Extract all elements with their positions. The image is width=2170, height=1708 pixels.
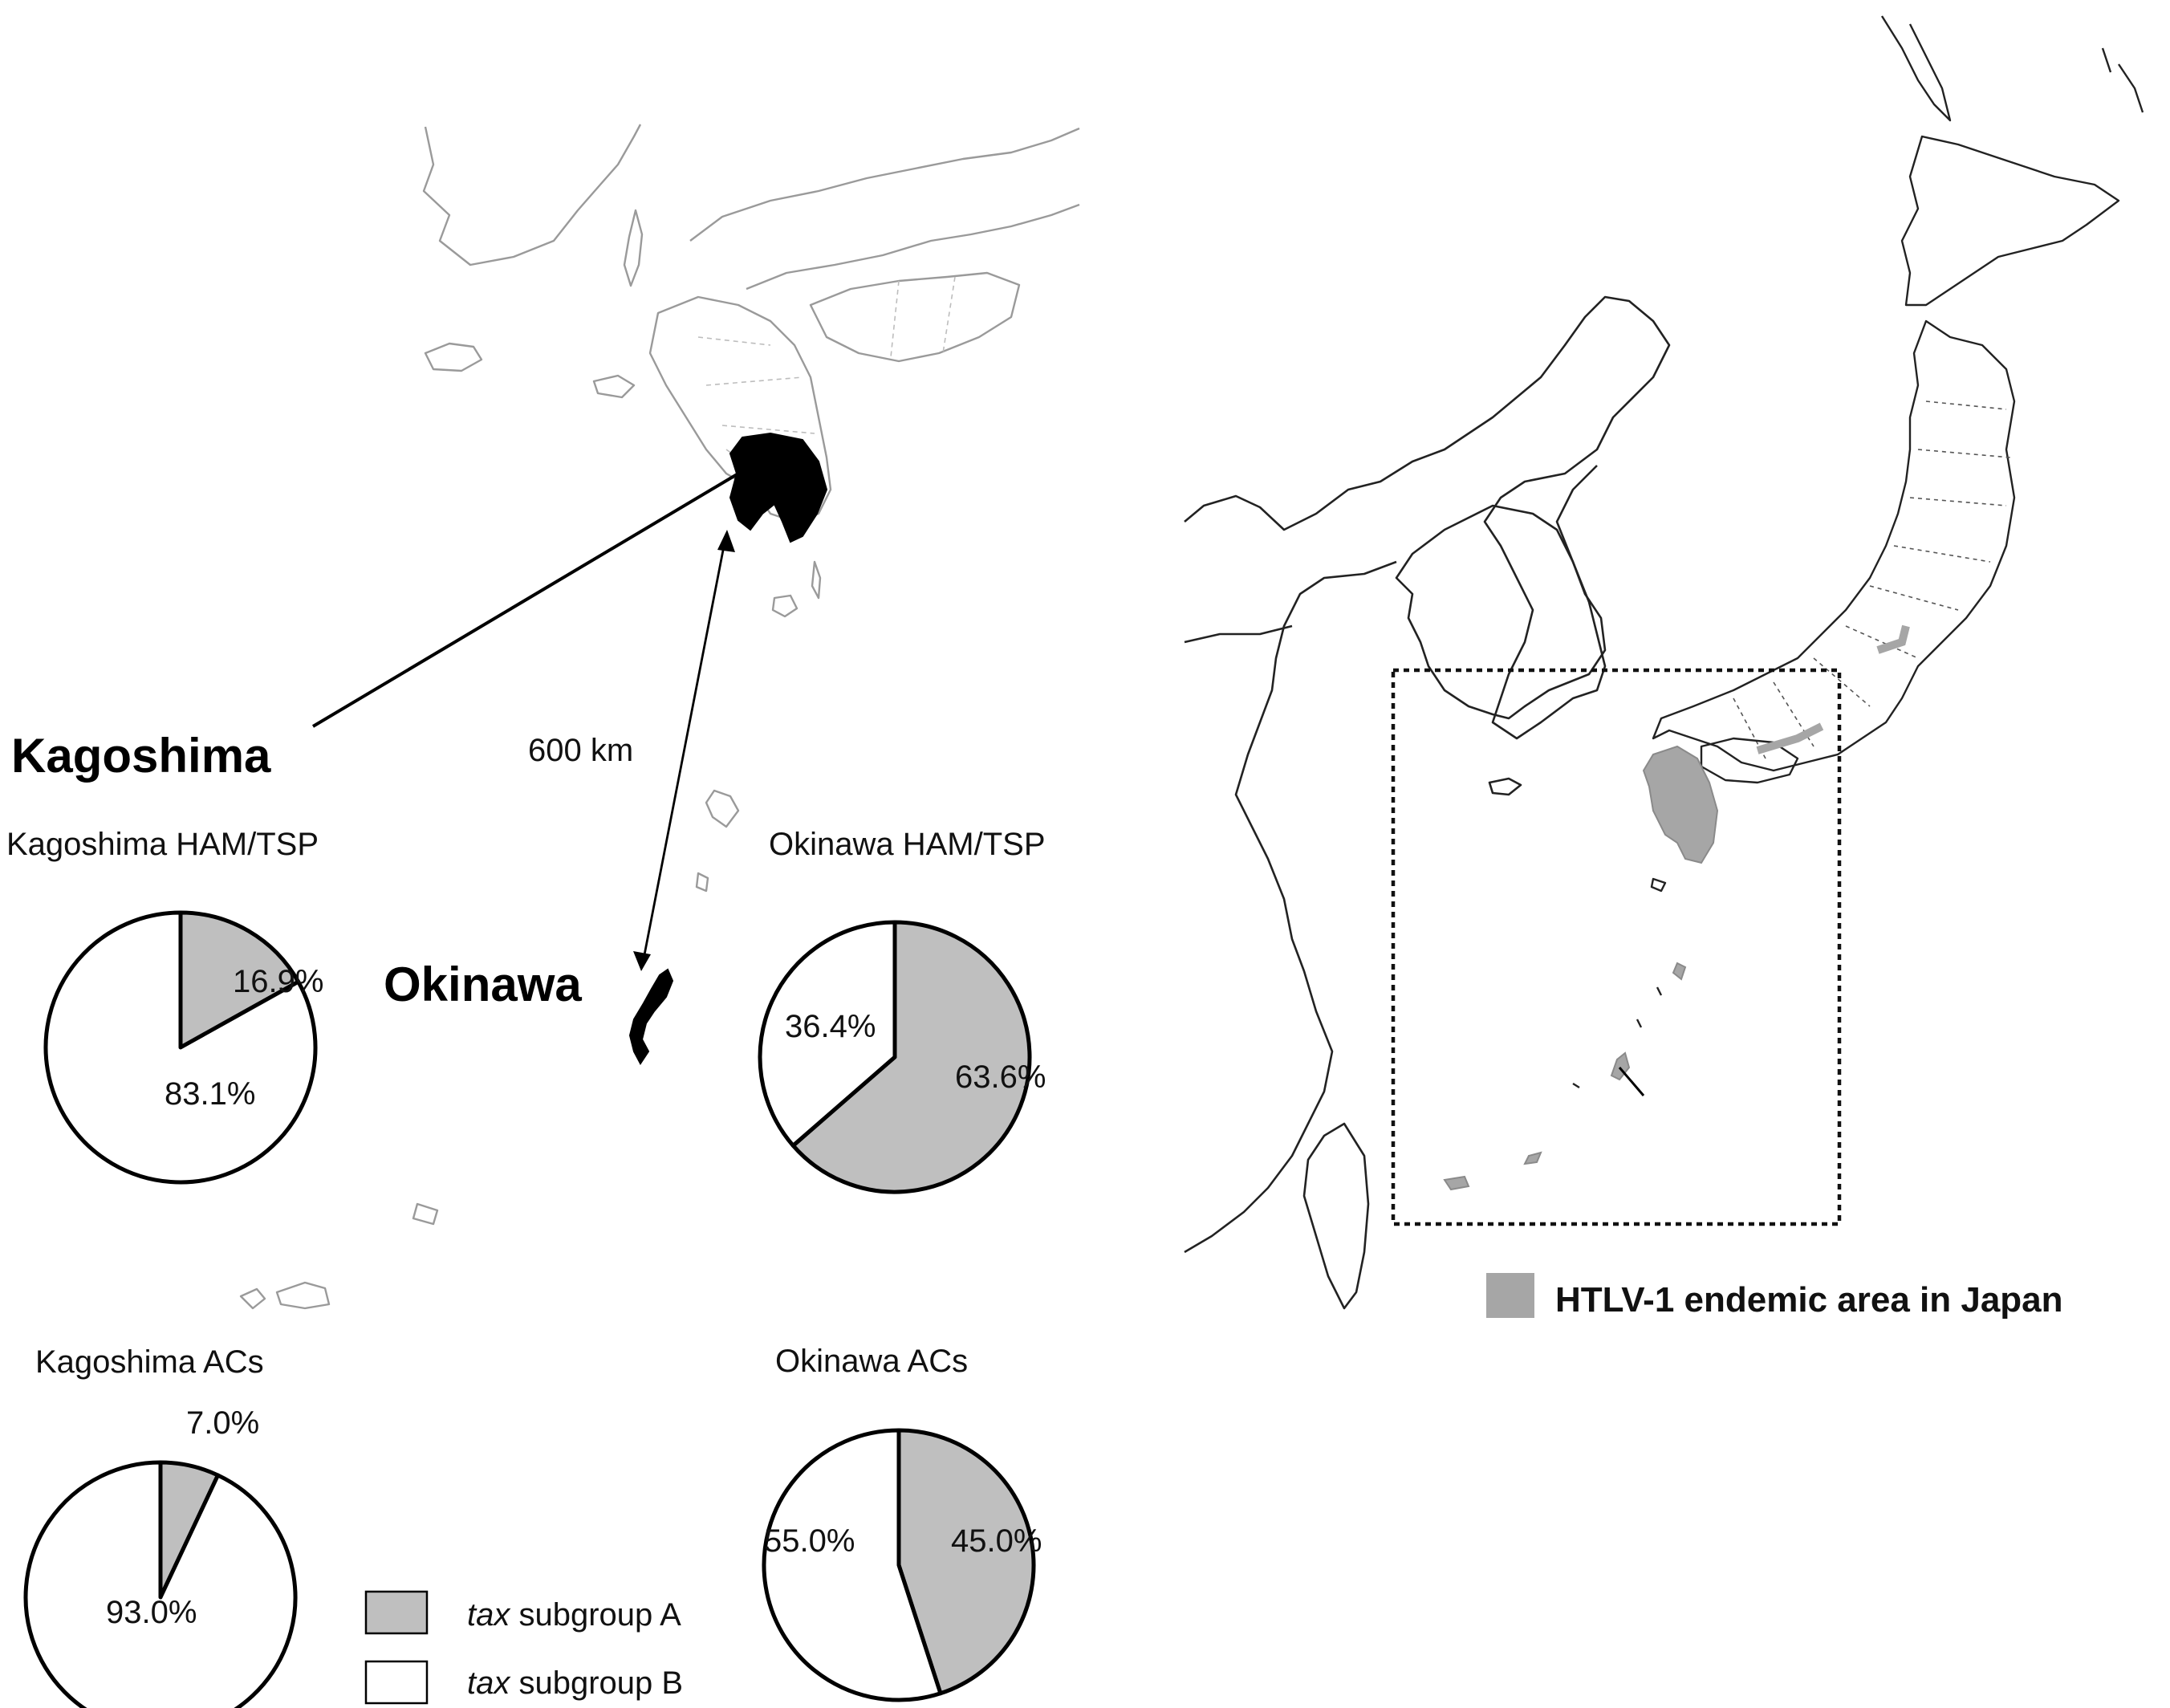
ishigaki-islands (275, 1281, 331, 1310)
pie-chart: Okinawa HAM/TSP 63.6% 36.4% (758, 827, 1046, 1194)
distance-arrow-head-top (717, 530, 735, 552)
tsushima-island (623, 209, 644, 287)
subgroup-legend: tax subgroup A tax subgroup B (364, 1590, 683, 1705)
kyushu-borders (697, 336, 815, 482)
pie-slice-subgroup-b (762, 1428, 943, 1702)
honshu-prefecture-borders (1733, 401, 2011, 759)
okinawa-pointer (1618, 1067, 1645, 1096)
pie-slice-subgroup-b (43, 910, 318, 1185)
east-asia-map (1184, 15, 2144, 1310)
pie-slice-subgroup-b (23, 1460, 298, 1708)
pie-chart: Okinawa ACs 45.0% 55.0% (762, 1344, 1042, 1702)
ryukyu-endemic-islands (1443, 962, 1687, 1191)
legend-swatch-a (364, 1590, 429, 1635)
china-east-coast (1184, 560, 1397, 1254)
pacific-coast-endemic-strip (1756, 624, 1910, 754)
inset-region-frame (1391, 668, 1842, 1226)
miyako-island (412, 1202, 439, 1226)
taiwan-island (1302, 1122, 1370, 1310)
okinawa-label: Okinawa (384, 958, 582, 1011)
kuril-islands (2101, 47, 2144, 113)
pie-title: Kagoshima ACs (35, 1344, 264, 1380)
pie-slice-label: 93.0% (106, 1595, 197, 1630)
shikoku-island (809, 271, 1021, 363)
jeju-overview (1488, 777, 1522, 796)
pie-slice-subgroup-b (758, 920, 897, 1148)
legend-label-a-rest: subgroup A (510, 1597, 681, 1633)
legend-label-a: tax subgroup A (467, 1597, 681, 1633)
endemic-legend-swatch (1486, 1273, 1534, 1318)
southwest-japan-map (239, 124, 1080, 1310)
kyushu-island (648, 295, 832, 523)
shikoku-borders (890, 276, 956, 358)
pie-slice-label: 16.9% (233, 964, 323, 999)
endemic-legend-label: HTLV-1 endemic area in Japan (1555, 1280, 2063, 1320)
distance-label: 600 km (528, 733, 633, 768)
korea-peninsula (1395, 504, 1607, 720)
korea-coast-fragment (422, 124, 642, 266)
pie-slice-subgroup-a (178, 910, 301, 1050)
pie-charts: Kagoshima HAM/TSP 16.9% 83.1% Okinawa HAM/T… (6, 827, 1046, 1708)
legend-label-a-em: tax (467, 1597, 511, 1633)
pie-slice-label: 63.6% (955, 1059, 1046, 1095)
pie-chart: Kagoshima ACs 7.0% 93.0% (23, 1344, 298, 1708)
pie-title: Okinawa HAM/TSP (769, 827, 1046, 862)
honshu-west-coast (689, 127, 1080, 242)
pie-chart: Kagoshima HAM/TSP 16.9% 83.1% (6, 827, 323, 1185)
distance-arrow-head-bottom (633, 951, 651, 971)
tanegashima-island (811, 560, 822, 600)
distance-arrow (640, 533, 728, 968)
goto-islands (592, 374, 636, 399)
shikoku-overview (1700, 737, 1799, 784)
china-korea-coastline (1184, 295, 1671, 740)
pie-slice-label: 36.4% (785, 1009, 876, 1044)
amami-island (705, 789, 740, 828)
kagoshima-leader-line (311, 472, 740, 728)
honshu-south-coast (746, 203, 1080, 291)
pie-slice-label: 45.0% (951, 1523, 1042, 1559)
kagoshima-label: Kagoshima (11, 729, 271, 783)
pie-slice-label: 7.0% (186, 1405, 259, 1441)
iriomote-island (239, 1287, 266, 1310)
hokkaido-island (1900, 135, 2120, 307)
yakushima-island (771, 594, 799, 618)
honshu-island (1652, 319, 2016, 772)
kyushu-endemic-area (1642, 745, 1719, 864)
pie-title: Kagoshima HAM/TSP (6, 827, 319, 862)
legend-swatch-b (364, 1660, 429, 1705)
pie-slice-label: 55.0% (764, 1523, 855, 1559)
jeju-island (424, 342, 483, 372)
legend-label-b-rest: subgroup B (510, 1665, 683, 1701)
tokunoshima-island (695, 872, 709, 893)
okinawa-island (628, 968, 674, 1065)
pie-title: Okinawa ACs (775, 1344, 968, 1379)
pie-slice-subgroup-a (896, 1428, 1036, 1696)
legend-label-b-em: tax (467, 1665, 511, 1701)
pie-slice-subgroup-a (790, 920, 1032, 1194)
shandong-peninsula (1184, 624, 1293, 644)
small-islands (1572, 877, 1667, 1089)
legend-label-b: tax subgroup B (467, 1665, 683, 1701)
kagoshima-prefecture (729, 432, 828, 543)
sakhalin-island (1880, 15, 1952, 122)
pie-slice-label: 83.1% (165, 1076, 255, 1112)
